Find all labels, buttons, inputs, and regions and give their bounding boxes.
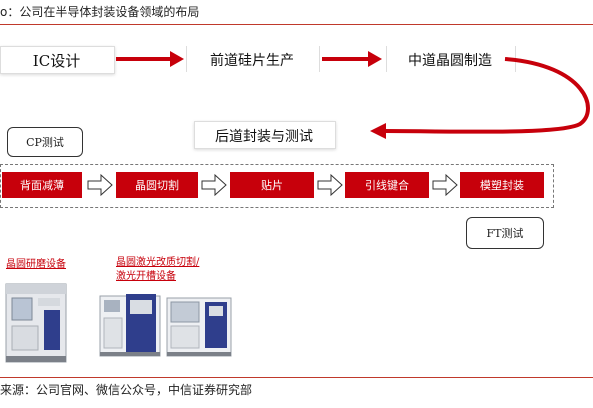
step-arrow-3 [317,173,343,197]
laser-equipment-label-2: 激光开槽设备 [116,271,176,282]
process-container [0,164,554,208]
flow-arrows [116,51,590,139]
front-end-label: 前道硅片生产 [210,53,294,69]
source-caption: 来源：公司官网、微信公众号，中信证券研究部 [0,383,253,397]
ic-design-box [0,46,115,74]
grinding-equipment-label: 晶圆研磨设备 [6,259,66,270]
cp-test-tag: CP测试 [7,127,83,157]
step-molding: 模塑封装 [460,172,544,198]
back-end-box [194,121,336,149]
step-die-attach: 贴片 [230,172,314,198]
mid-end-label: 中道晶圆制造 [408,53,492,69]
step-arrows [87,173,458,197]
ft-test-tag: FT测试 [466,217,544,249]
grinding-machine-image [5,283,67,363]
step-arrow-4 [432,173,458,197]
laser-grooving-machine-image [166,297,232,357]
arrow-ic-to-front [116,51,184,67]
laser-equipment-label-1: 晶圆激光改质切割/ [116,257,200,268]
arrow-mid-to-back [370,57,590,139]
bottom-rule [0,377,593,378]
step-back-grinding: 背面减薄 [2,172,82,198]
ic-design-label: IC设计 [32,52,81,70]
step-arrow-1 [87,173,113,197]
step-arrow-2 [201,173,227,197]
arrow-front-to-mid [322,51,382,67]
laser-dicing-machine-image [99,294,161,357]
figure-caption: o：公司在半导体封装设备领域的布局 [0,5,200,19]
step-wire-bonding: 引线键合 [345,172,429,198]
back-end-label: 后道封装与测试 [215,129,313,145]
top-rule [0,24,593,25]
step-wafer-dicing: 晶圆切割 [116,172,198,198]
front-end-box [186,46,320,72]
